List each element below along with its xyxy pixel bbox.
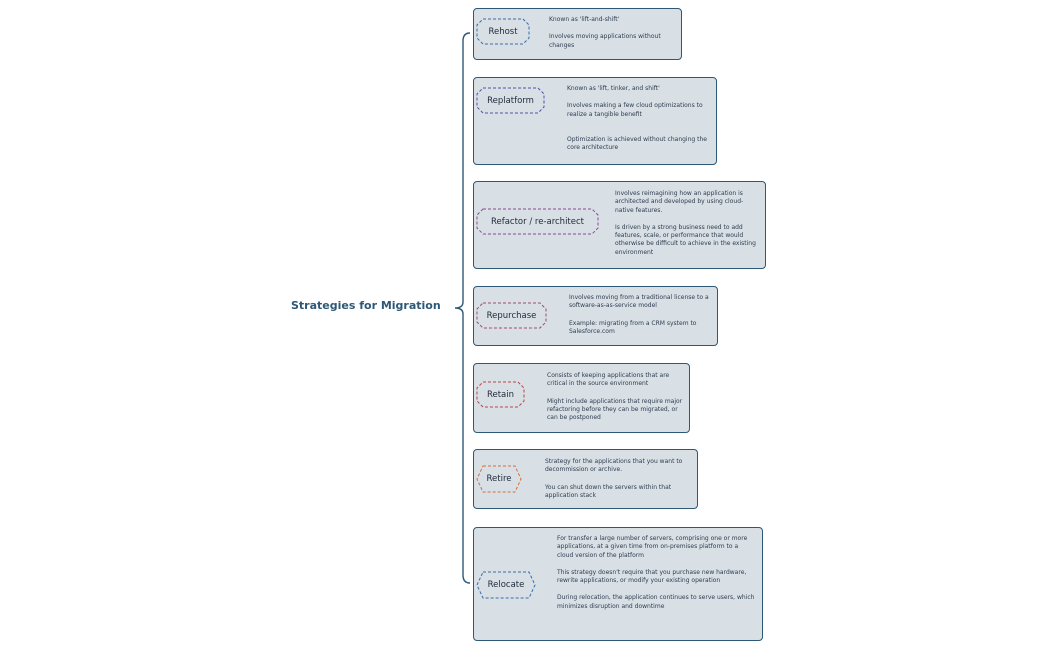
detail-text[interactable]: This strategy doesn't require that you p… <box>557 568 747 585</box>
strategy-card-refactor-re-architect[interactable] <box>473 181 766 269</box>
detail-text[interactable]: Might include applications that require … <box>547 397 683 422</box>
dashed-outline <box>476 381 525 408</box>
strategy-details: Involves moving from a traditional licen… <box>569 294 711 336</box>
strategy-label[interactable]: Relocate <box>476 571 536 599</box>
dashed-outline <box>476 465 522 493</box>
root-brace <box>454 32 471 584</box>
root-topic[interactable]: Strategies for Migration <box>291 299 441 312</box>
detail-text[interactable]: Optimization is achieved without changin… <box>567 135 707 152</box>
detail-text[interactable]: Involves making a few cloud optimization… <box>567 102 703 118</box>
detail-text[interactable]: Consists of keeping applications that ar… <box>547 372 670 388</box>
strategy-label[interactable]: Retire <box>476 465 522 493</box>
strategy-label[interactable]: Retain <box>476 381 525 408</box>
strategy-card-relocate[interactable] <box>473 527 763 641</box>
strategy-label[interactable]: Repurchase <box>476 302 547 329</box>
detail-text[interactable]: Involves moving applications without cha… <box>549 33 661 49</box>
detail-text[interactable]: Example: migrating from a CRM system to … <box>569 319 697 335</box>
strategy-name: Repurchase <box>486 310 537 321</box>
dashed-outline <box>476 18 530 45</box>
strategy-name: Retire <box>486 474 512 484</box>
detail-text[interactable]: Known as 'lift, tinker, and shift' <box>567 85 660 92</box>
strategy-card-retire[interactable] <box>473 449 698 509</box>
detail-text[interactable]: Is driven by a strong business need to a… <box>615 223 756 256</box>
strategy-details: Known as 'lift, tinker, and shift' Involv… <box>567 85 709 152</box>
strategy-card-rehost[interactable] <box>473 8 682 60</box>
strategy-label[interactable]: Replatform <box>476 87 545 114</box>
strategy-name: Refactor / re-architect <box>490 216 585 227</box>
detail-text[interactable]: Known as 'lift-and-shift' <box>549 16 620 23</box>
strategy-details: Strategy for the applications that you w… <box>545 458 693 500</box>
strategy-name: Retain <box>486 389 515 400</box>
strategy-label[interactable]: Rehost <box>476 18 530 45</box>
dashed-outline <box>476 87 545 114</box>
dashed-outline <box>476 208 599 235</box>
strategy-details: Consists of keeping applications that ar… <box>547 372 685 422</box>
strategy-label[interactable]: Refactor / re-architect <box>476 208 599 235</box>
strategy-details: Known as 'lift-and-shift' Involves moving… <box>549 16 677 50</box>
detail-text[interactable]: For transfer a large number of servers, … <box>557 535 748 559</box>
detail-text[interactable]: Involves moving from a traditional licen… <box>569 294 709 310</box>
strategy-name: Replatform <box>487 95 534 106</box>
strategy-card-retain[interactable] <box>473 363 690 433</box>
strategy-name: Relocate <box>487 580 525 590</box>
strategy-card-replatform[interactable] <box>473 77 717 165</box>
strategy-details: For transfer a large number of servers, … <box>557 535 755 611</box>
detail-text[interactable]: Strategy for the applications that you w… <box>545 458 683 474</box>
strategy-name: Rehost <box>488 26 518 37</box>
detail-text[interactable]: Involves reimagining how an application … <box>615 190 744 214</box>
dashed-outline <box>476 571 536 599</box>
strategy-details: Involves reimagining how an application … <box>615 190 759 257</box>
detail-text[interactable]: During relocation, the application conti… <box>557 594 755 610</box>
strategy-card-repurchase[interactable] <box>473 286 718 346</box>
dashed-outline <box>476 302 547 329</box>
detail-text[interactable]: You can shut down the servers within tha… <box>545 483 672 499</box>
